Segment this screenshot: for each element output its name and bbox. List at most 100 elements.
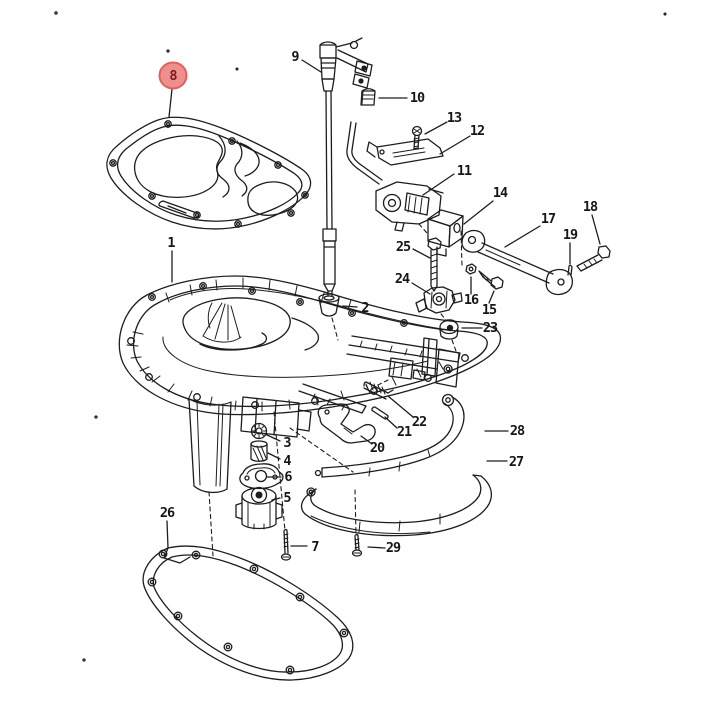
leader-line	[271, 497, 281, 501]
part-8-top-gasket	[106, 116, 312, 230]
part-16-nut	[465, 263, 477, 275]
part-10-bushing	[360, 88, 376, 106]
part-2-plug	[318, 293, 340, 317]
part-18-bolt	[576, 245, 611, 272]
callout-18: 18	[583, 199, 601, 245]
leader-line	[342, 305, 358, 308]
callout-2-label: 2	[361, 300, 368, 316]
callout-11: 11	[422, 163, 473, 196]
callout-17-label: 17	[541, 211, 556, 227]
callout-10-label: 10	[410, 90, 425, 106]
part-20-shift-link	[317, 403, 376, 444]
callout-25: 25	[396, 239, 431, 259]
callout-4-label: 4	[283, 453, 291, 469]
callout-4: 4	[267, 452, 292, 469]
callout-10: 10	[378, 90, 426, 106]
callout-6-label: 6	[284, 469, 292, 485]
part-19-pin	[567, 264, 573, 276]
callout-14: 14	[463, 185, 509, 225]
leader-line	[504, 225, 541, 248]
leader-line	[267, 452, 281, 460]
assembly-dashed-lines	[208, 223, 463, 557]
callout-19: 19	[563, 227, 579, 265]
part-14-spacer-block	[427, 209, 464, 257]
part-6-plate-gasket	[239, 463, 284, 490]
leader-line	[424, 121, 448, 135]
highlight-circle[interactable]	[158, 61, 188, 90]
callout-2: 2	[342, 300, 370, 316]
leader-line	[301, 59, 322, 73]
callout-24-label: 24	[395, 271, 410, 287]
leader-line	[422, 173, 455, 196]
callout-23-label: 23	[483, 320, 498, 336]
part-22-spring	[363, 381, 394, 400]
leader-line	[384, 416, 398, 429]
callout-8-label[interactable]: 8	[169, 68, 178, 84]
leader-line	[411, 282, 431, 295]
callout-28-label: 28	[510, 423, 525, 439]
callout-26-label: 26	[160, 505, 175, 521]
callout-23: 23	[461, 320, 499, 336]
housing-bolt-bosses	[127, 282, 469, 409]
callout-26: 26	[160, 505, 176, 549]
callout-14-label: 14	[493, 185, 508, 201]
callout-15-label: 15	[482, 302, 497, 318]
callout-16: 16	[464, 276, 480, 308]
callout-9: 9	[291, 49, 322, 73]
gasket-bolt-holes	[109, 120, 309, 228]
leader-line	[591, 214, 601, 245]
part-3-star-washer	[250, 422, 268, 440]
callout-8[interactable]: 8	[158, 61, 188, 118]
part-28-extension-plate	[314, 393, 465, 478]
callout-12-label: 12	[470, 123, 484, 139]
scan-speckles	[54, 11, 667, 662]
callout-17: 17	[504, 211, 557, 248]
part-21-pin	[371, 406, 389, 420]
leader-line	[412, 248, 431, 259]
callout-7-label: 7	[311, 539, 319, 555]
callout-24: 24	[395, 271, 431, 295]
callout-22-label: 22	[412, 414, 426, 430]
callout-11-label: 11	[457, 163, 472, 179]
part-9-shift-shaft	[319, 37, 373, 297]
callout-7: 7	[290, 539, 320, 555]
callout-15: 15	[482, 290, 498, 318]
part-24-clamp-bracket	[415, 286, 463, 314]
callout-3: 3	[264, 433, 292, 451]
part-29-screw	[351, 533, 363, 557]
leader-line	[367, 546, 386, 549]
leader-line	[166, 520, 169, 549]
callout-27-label: 27	[509, 454, 524, 470]
callout-13: 13	[424, 110, 463, 135]
callout-20-label: 20	[370, 440, 385, 456]
gasket-bolt-holes	[147, 549, 349, 675]
callout-3-label: 3	[283, 435, 291, 451]
leader-line	[168, 88, 173, 118]
part-26-bottom-gasket	[142, 545, 354, 681]
callout-18-label: 18	[583, 199, 598, 215]
part-15-bolt	[478, 270, 504, 290]
leader-line	[387, 395, 414, 418]
callout-20: 20	[360, 435, 386, 456]
callout-5-label: 5	[283, 490, 291, 506]
callout-29: 29	[367, 540, 402, 556]
part-1-adapter-housing	[118, 275, 502, 494]
callout-13-label: 13	[447, 110, 462, 126]
callout-19-label: 19	[563, 227, 578, 243]
callout-28: 28	[484, 423, 526, 439]
callout-1-label: 1	[167, 235, 175, 251]
callout-5: 5	[271, 490, 292, 506]
leader-line	[463, 200, 494, 225]
callout-6: 6	[266, 469, 293, 485]
part-5-bearing-housing	[235, 486, 283, 530]
part-27-extension-plate	[300, 474, 492, 537]
leader-line	[488, 290, 495, 304]
callout-16-label: 16	[464, 292, 479, 308]
part-7-screw	[280, 528, 292, 561]
part-4-sleeve-bushing	[250, 440, 268, 462]
part-12-bracket-plate	[366, 138, 444, 166]
callout-29-label: 29	[386, 540, 401, 556]
callout-22: 22	[387, 395, 427, 430]
callout-21-label: 21	[397, 424, 412, 440]
